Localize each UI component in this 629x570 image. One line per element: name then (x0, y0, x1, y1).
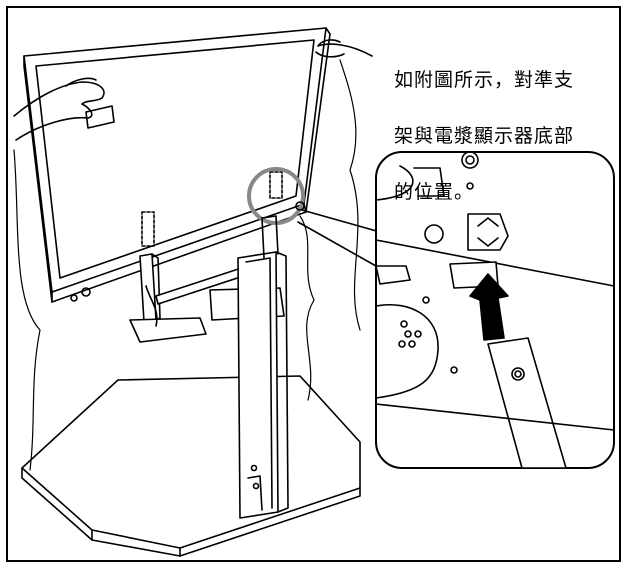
left-hand (13, 77, 105, 141)
panel-handle (85, 105, 115, 129)
rear-stand-post (129, 253, 207, 343)
caption-line-3: 的位置。 (394, 181, 475, 203)
front-stand-post (237, 215, 289, 519)
insert-arrow-icon (469, 273, 509, 341)
stand-base-plate (21, 375, 361, 557)
mounting-slot-guides (141, 171, 283, 247)
person-outlines (13, 59, 361, 471)
caption-line-2: 架與電漿顯示器底部 (394, 125, 575, 147)
caption-line-1: 如附圖所示，對準支 (394, 69, 575, 91)
panel-screws (70, 201, 305, 302)
vent-holes (398, 320, 422, 348)
plasma-display-panel (23, 27, 331, 303)
instruction-caption: 如附圖所示，對準支 架與電漿顯示器底部 的位置。 (394, 38, 610, 234)
callout-lines (297, 209, 381, 267)
right-hand (315, 39, 373, 58)
